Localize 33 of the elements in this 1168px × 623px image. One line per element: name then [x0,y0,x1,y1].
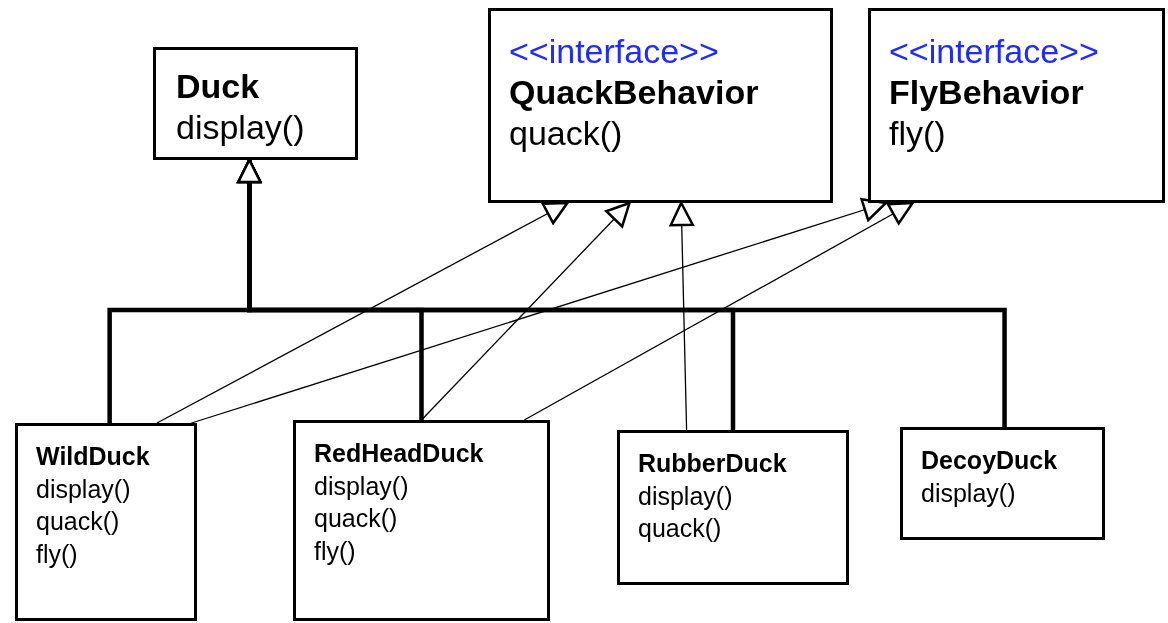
class-name: FlyBehavior [889,71,1084,113]
method-label: quack() [314,503,398,534]
method-label: quack() [638,513,722,544]
class-name: RubberDuck [638,448,787,479]
class-name: Duck [176,66,260,107]
class-box [868,8,1165,203]
method-label: fly() [36,538,78,570]
stereotype-label: <<interface>> [509,31,719,72]
method-label: display() [314,470,409,502]
method-label: fly() [889,112,946,154]
method-label: display() [921,477,1016,509]
class-name: DecoyDuck [921,445,1058,476]
class-box [488,8,833,203]
realization-arrow [523,201,914,421]
realization-arrow [190,197,888,424]
class-box [153,47,358,160]
method-label: quack() [36,506,120,537]
realization-arrow [669,201,694,431]
method-label: display() [36,473,131,505]
method-label: display() [176,106,305,148]
class-name: RedHeadDuck [314,438,484,469]
class-name: WildDuck [36,441,150,472]
realization-arrow [156,201,569,424]
class-box [15,423,197,621]
class-name: QuackBehavior [509,71,759,113]
method-label: fly() [314,535,356,567]
class-box [617,430,849,585]
realization-arrow [420,201,631,421]
method-label: quack() [509,112,623,154]
method-label: display() [638,480,733,512]
stereotype-label: <<interface>> [889,31,1099,72]
class-box [293,420,550,621]
class-box [900,427,1105,540]
